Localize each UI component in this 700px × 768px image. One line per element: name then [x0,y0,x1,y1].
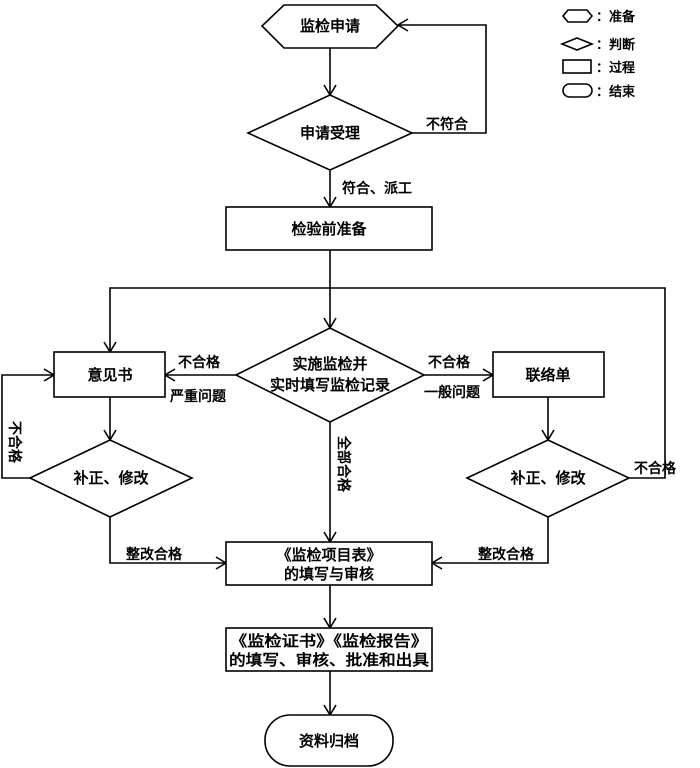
rectangle-shape [53,351,166,398]
label-not-conform: 不符合 [426,116,469,133]
node-fix-right: 补正、修改 [465,439,631,518]
label-fail-general-bottom: 一般问题 [424,384,481,401]
rectangle-shape [225,541,433,586]
label-fail-serious-bottom: 严重问题 [169,388,227,405]
edge-fixleft-table [109,517,226,564]
node-cert-label-line2: 的填写、审核、批准和出具 [229,651,429,669]
legend: ：准备 ：判断 ：过程 ：结束 [559,9,636,100]
node-contact: 联络单 [492,351,605,398]
stadium-shape [264,714,394,767]
legend-label-end: ：结束 [596,84,636,100]
edge-fixright-table [432,517,549,564]
connectors [1,18,666,717]
node-table-label-line1: 《监检项目表》 [276,546,381,564]
label-fail-serious-top: 不合格 [178,354,221,371]
node-apply-label: 监检申请 [300,17,360,35]
label-right-fail: 不合格 [634,460,677,477]
node-opinion: 意见书 [53,351,166,398]
node-contact-label: 联络单 [525,366,570,384]
diamond-shape [28,439,194,518]
rectangle-shape [225,206,433,251]
node-inspect-label-line2: 实时填写监检记录 [270,376,390,394]
legend-hexagon-icon [561,9,594,23]
legend-label-prepare: ：准备 [596,9,636,25]
legend-label-decision: ：判断 [596,37,635,53]
node-inspect: 实施监检并 实时填写监检记录 [234,327,426,423]
label-left-fixed: 整改合格 [125,546,183,563]
diamond-shape [246,94,414,171]
node-cert: 《监检证书》《监检报告》 的填写、审核、批准和出具 [225,627,433,672]
node-fix-left: 补正、修改 [28,439,194,518]
hexagon-shape [260,4,400,49]
node-cert-label-line1: 《监检证书》《监检报告》 [230,632,428,650]
node-accept: 申请受理 [246,94,414,171]
node-apply: 监检申请 [260,4,400,49]
edge-loop-top [109,287,666,479]
node-archive: 资料归档 [264,714,394,767]
label-left-fail: 不合格 [6,421,23,464]
node-table-label-line2: 的填写与审核 [284,565,374,583]
legend-label-process: ：过程 [596,60,635,76]
node-table: 《监检项目表》 的填写与审核 [225,541,433,586]
rectangle-shape [492,351,605,398]
diamond-shape [465,439,631,518]
legend-stadium-icon [562,83,593,98]
edge-fixleft-opinion [1,374,54,479]
label-right-fixed: 整改合格 [477,546,535,563]
edge-accept-apply [398,24,487,134]
edge-labels: 不符合 符合、派工 不合格 严重问题 不合格 一般问题 不合格 整改合格 整改合… [6,116,677,563]
legend-rectangle-icon [562,59,592,74]
node-prepare: 检验前准备 [225,206,433,251]
node-archive-label: 资料归档 [299,732,359,750]
node-opinion-label: 意见书 [87,366,132,384]
rectangle-shape [225,627,433,672]
label-conform-dispatch: 符合、派工 [341,180,412,197]
node-accept-label: 申请受理 [300,124,360,142]
node-fix-left-label: 补正、修改 [72,469,149,487]
label-fail-general-top: 不合格 [428,354,471,371]
node-fix-right-label: 补正、修改 [509,469,586,487]
label-all-pass: 全部合格 [335,435,352,493]
legend-diamond-icon [559,37,595,51]
node-inspect-label-line1: 实施监检并 [292,355,367,373]
node-prepare-label: 检验前准备 [291,220,367,238]
diamond-shape [234,327,426,423]
